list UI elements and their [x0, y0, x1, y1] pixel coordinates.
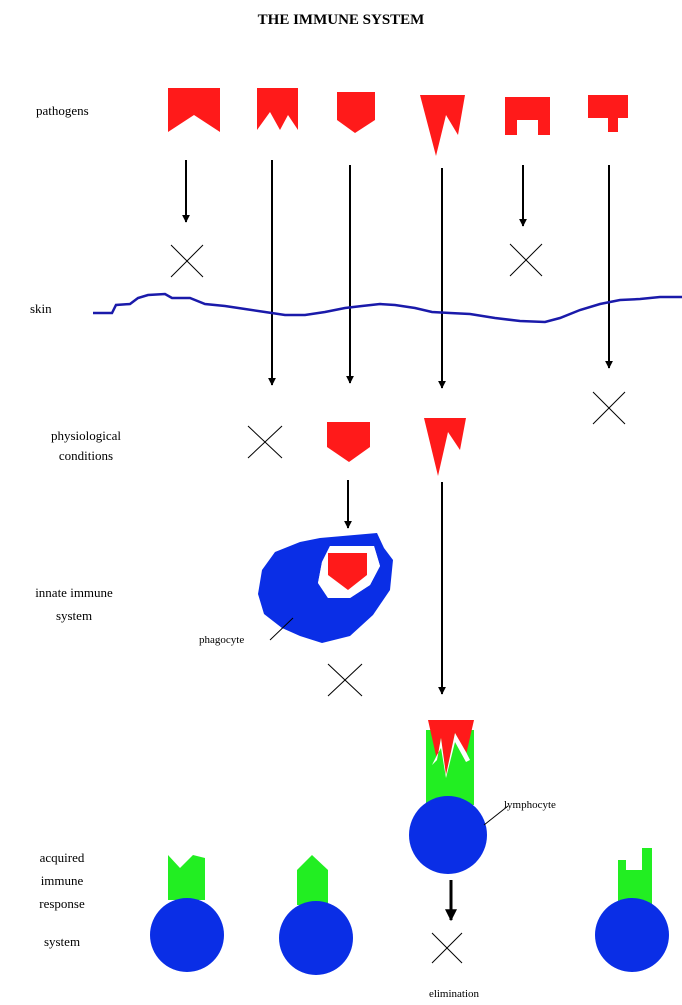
cross-innate [328, 664, 362, 696]
pathogen-2 [257, 88, 298, 130]
label-phagocyte: phagocyte [199, 634, 244, 646]
label-innate-1: innate immune [35, 585, 113, 600]
pathogen-6 [588, 95, 628, 132]
pathogen-4 [420, 95, 465, 156]
lymphocyte-1 [150, 855, 224, 972]
cross-physiological-2 [593, 392, 625, 424]
phagocyte-cell [258, 533, 393, 643]
label-skin: skin [30, 301, 52, 316]
label-acquired-3: response [39, 896, 85, 911]
cross-blocked-2 [510, 244, 542, 276]
label-acquired-4: system [44, 934, 80, 949]
label-pathogens: pathogens [36, 103, 89, 118]
lymphocyte-2 [279, 855, 353, 975]
pathogen-3-survivor [327, 422, 370, 462]
label-physiological-2: conditions [59, 448, 113, 463]
pathogen-4-survivor [424, 418, 466, 476]
label-acquired-1: acquired [40, 850, 85, 865]
label-acquired-2: immune [41, 873, 84, 888]
label-lymphocyte: lymphocyte [504, 799, 556, 811]
lymphocyte-active [409, 796, 487, 874]
pathogen-1 [168, 88, 220, 132]
diagram-title: THE IMMUNE SYSTEM [258, 12, 425, 28]
pathogen-3 [337, 92, 375, 133]
cross-blocked-1 [171, 245, 203, 277]
pathogen-5 [505, 97, 550, 135]
lymphocyte-3 [595, 848, 669, 972]
label-physiological-1: physiological [51, 428, 121, 443]
cross-physiological-1 [248, 426, 282, 458]
label-innate-2: system [56, 608, 92, 623]
skin-line [93, 294, 682, 322]
cross-elimination [432, 933, 462, 963]
label-elimination: elimination [429, 988, 480, 1000]
